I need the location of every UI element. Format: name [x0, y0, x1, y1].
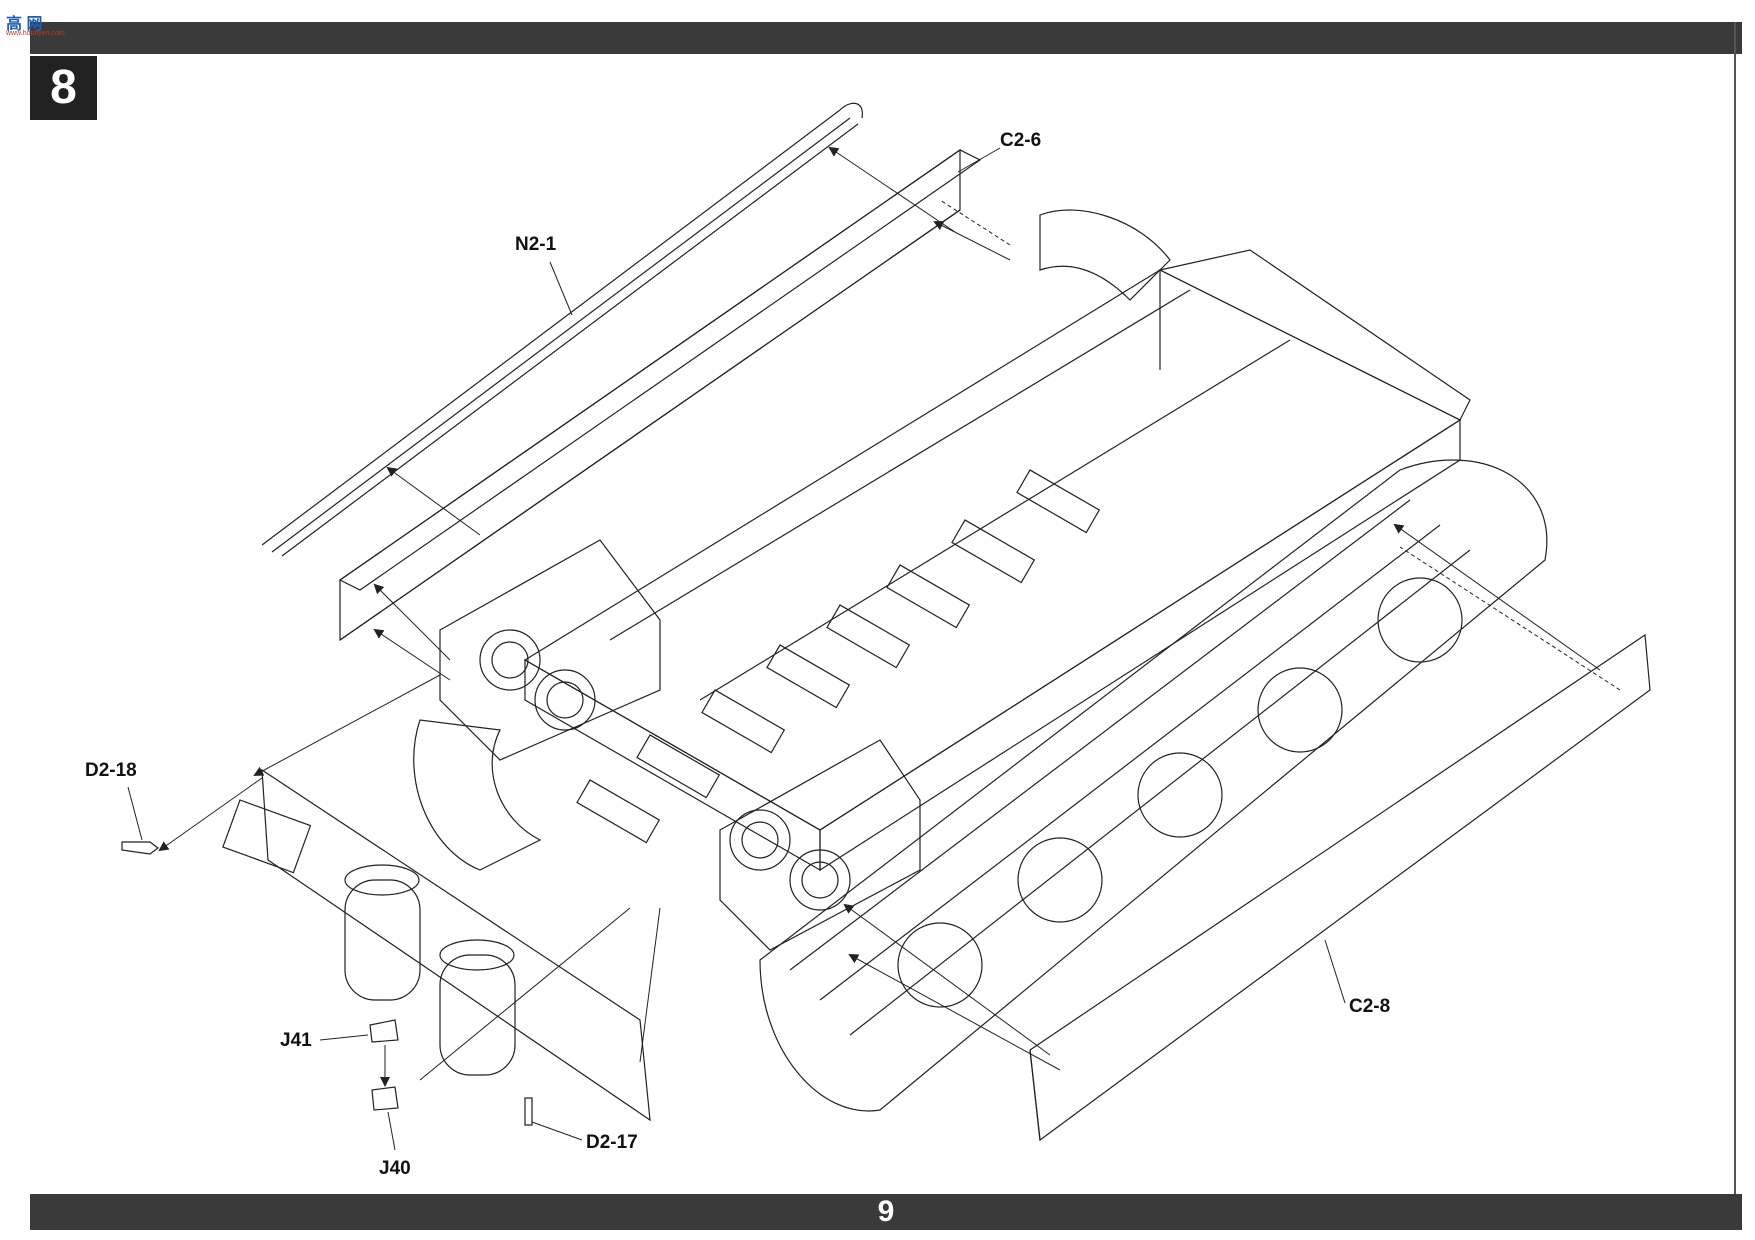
page-border	[1734, 22, 1736, 1230]
fan-housing-right	[719, 739, 921, 951]
fan-housing-left	[439, 539, 661, 761]
track-right	[759, 459, 1548, 1112]
logo-url: www.hobbyen.com	[6, 30, 65, 37]
label-c2-8: C2-8	[1349, 996, 1391, 1017]
tow-cable-n2-1	[261, 102, 863, 557]
muffler-right	[439, 939, 516, 1076]
torsion-bar-arms	[576, 469, 1101, 844]
rear-plate	[222, 768, 651, 1122]
label-d2-18: D2-18	[85, 760, 137, 781]
assembly-arrows	[158, 146, 1621, 1087]
side-panel-c2-8	[1029, 633, 1651, 1142]
label-d2-17: D2-17	[586, 1132, 638, 1153]
hull-body	[523, 249, 1471, 872]
page-number: 9	[877, 1195, 895, 1228]
part-d2-18	[121, 841, 159, 855]
part-d2-17	[524, 1097, 533, 1126]
footer-bar: 9	[30, 1194, 1742, 1230]
header-bar	[30, 22, 1742, 54]
label-n2-1: N2-1	[515, 234, 557, 255]
site-logo: 高 网 www.hobbyen.com	[2, 4, 72, 38]
leader-lines	[127, 147, 1346, 1151]
track-left-upper	[413, 209, 1171, 871]
label-c2-6: C2-6	[1000, 130, 1042, 151]
road-wheels	[897, 577, 1463, 1008]
part-j40	[371, 1086, 399, 1111]
part-j41	[369, 1019, 399, 1043]
muffler-left	[344, 864, 421, 1001]
step-number: 8	[30, 56, 97, 120]
label-j41: J41	[280, 1030, 312, 1051]
side-panel-c2-6	[338, 148, 982, 642]
logo-text: 高 网	[6, 16, 43, 33]
label-j40: J40	[379, 1158, 411, 1179]
